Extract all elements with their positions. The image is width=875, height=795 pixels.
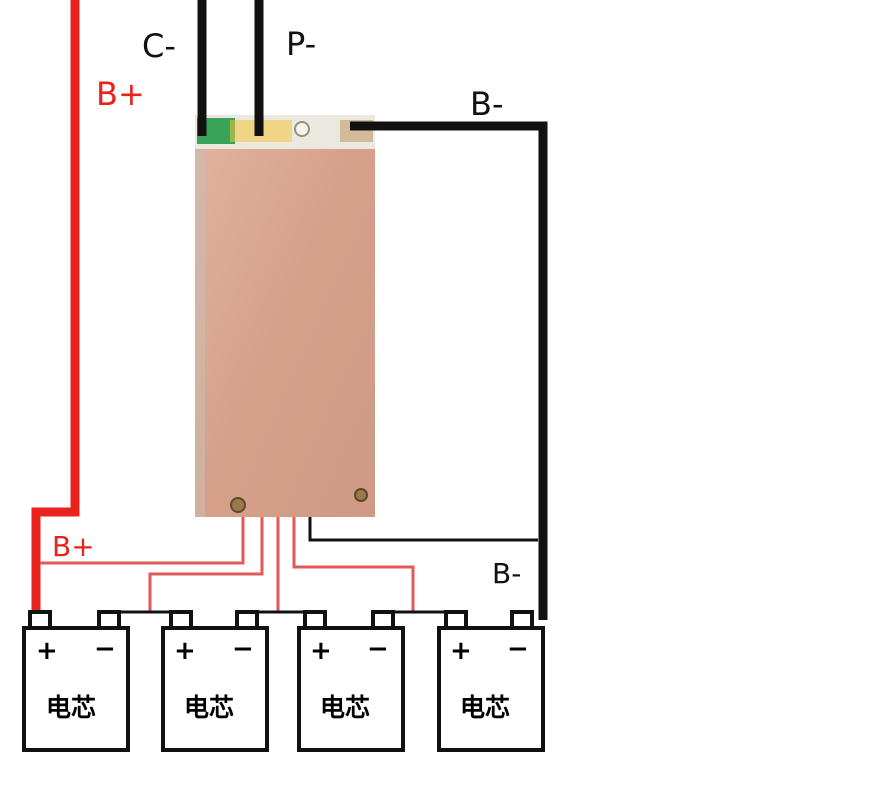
cell-1-minus-label: − [94, 634, 116, 664]
board-mount-screw-top [294, 121, 310, 137]
cell-3-plus-label: + [310, 636, 332, 666]
b-minus-main-wire [350, 121, 548, 620]
cell-3-minus-label: − [367, 634, 389, 664]
cell-1-plus-label: + [36, 636, 58, 666]
board-mount-screw-left [230, 497, 246, 513]
cell-4-minus-label: − [507, 634, 529, 664]
balance-wire-1 [40, 517, 245, 565]
cell-1-name: 电芯 [46, 693, 97, 722]
cell-2-minus-label: − [232, 634, 254, 664]
cell-3-name: 电芯 [320, 693, 371, 722]
cell-2-plus-label: + [174, 636, 196, 666]
battery-cell-2 [161, 610, 269, 752]
battery-cell-4 [437, 610, 545, 752]
c-minus-label: C- [142, 27, 176, 65]
balance-wire-2 [148, 517, 264, 612]
board-mount-screw-right [354, 488, 368, 502]
b-minus-top-label: B- [470, 85, 504, 123]
b-minus-bottom-label: B- [492, 557, 522, 590]
battery-cell-3 [297, 610, 405, 752]
battery-cell-1 [22, 610, 130, 752]
cell-2-name: 电芯 [184, 693, 235, 722]
balance-wire-4 [292, 517, 415, 612]
p-minus-label: P- [286, 25, 317, 63]
b-minus-sense-wire [308, 517, 538, 542]
cell-4-name: 电芯 [460, 693, 511, 722]
b-plus-top-label: B+ [96, 75, 145, 113]
cell-4-plus-label: + [450, 636, 472, 666]
bms-board [195, 115, 375, 517]
b-plus-main-wire [31, 0, 80, 615]
b-plus-bottom-label: B+ [52, 530, 95, 563]
